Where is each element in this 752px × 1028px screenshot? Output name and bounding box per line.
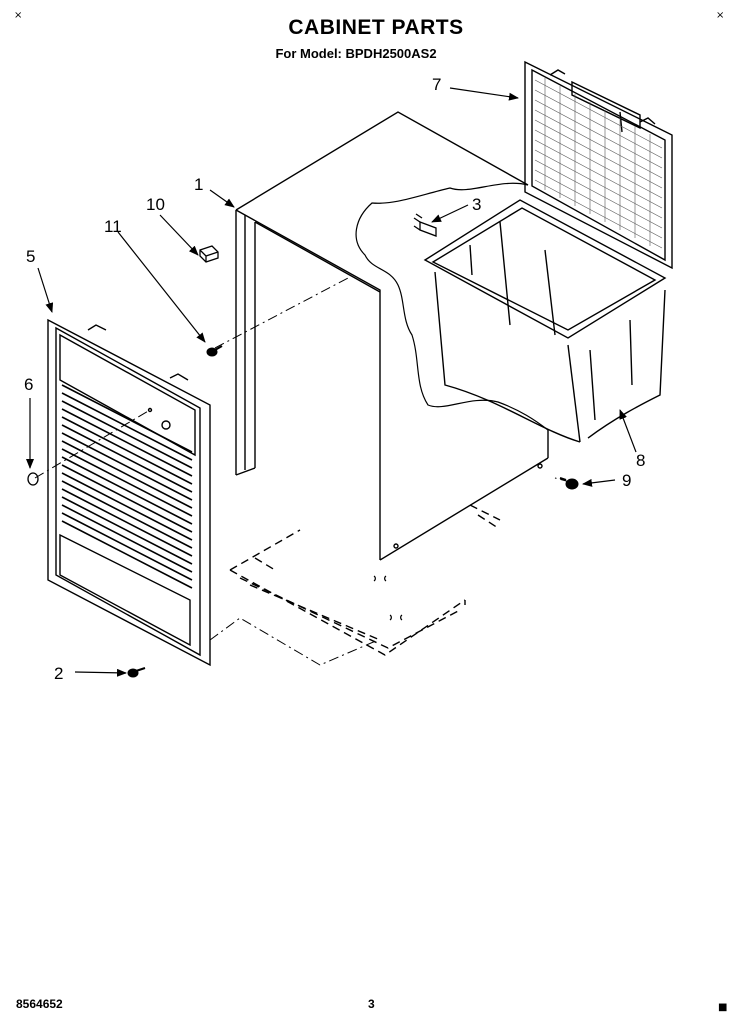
bin-lid-filter (524, 60, 673, 270)
callout-2: 2 (54, 664, 63, 683)
callout-10: 10 (146, 195, 165, 214)
dashed-base-outline (229, 504, 501, 656)
cutaway-outline (355, 182, 549, 431)
bin-lid-grille (534, 78, 663, 249)
corner-mark-top-left: × (14, 10, 23, 21)
page-title: CABINET PARTS (288, 16, 464, 39)
diagram-code: 8564652 (16, 997, 63, 1011)
callout-1: 1 (194, 175, 203, 194)
cabinet-shell (235, 111, 549, 561)
base-holes (373, 575, 403, 621)
screw-2 (127, 667, 146, 678)
front-grille-louvers (61, 384, 193, 589)
fastener-3 (413, 213, 437, 237)
screw-11 (206, 345, 223, 357)
knob-6 (27, 472, 39, 486)
page-number: 3 (368, 997, 375, 1011)
callout-9: 9 (622, 471, 631, 490)
bin (423, 199, 667, 443)
front-grille-panel (47, 318, 211, 667)
callout-11: 11 (104, 217, 122, 236)
screw-9 (559, 477, 579, 490)
callout-7: 7 (432, 75, 441, 94)
corner-mark-top-right: × (716, 10, 725, 21)
leader-lines (26, 87, 637, 677)
model-subtitle: For Model: BPDH2500AS2 (275, 46, 437, 61)
callout-3: 3 (472, 195, 481, 214)
callout-8: 8 (636, 451, 645, 470)
clip-10 (199, 245, 219, 263)
callout-6: 6 (24, 375, 33, 394)
corner-mark-bottom-right: ■ (718, 1002, 728, 1013)
callout-5: 5 (26, 247, 35, 266)
